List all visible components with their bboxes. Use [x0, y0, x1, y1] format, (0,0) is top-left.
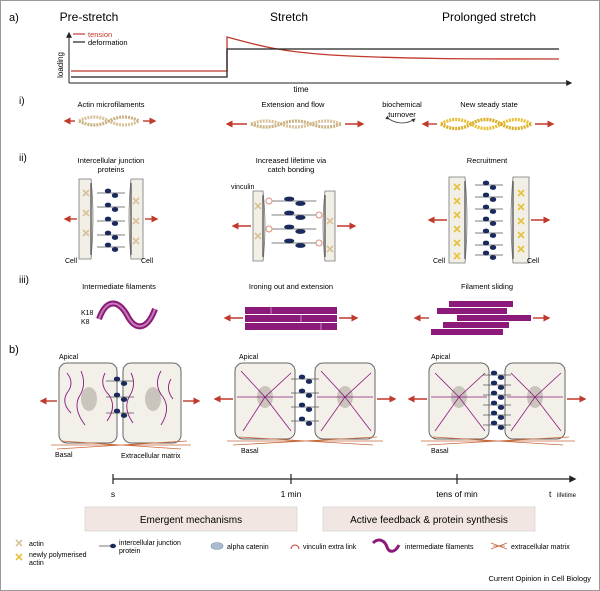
y-axis-label: loading [56, 52, 65, 78]
loading-plot: loading time tension deformation [56, 30, 573, 94]
legend-vinculin: vinculin extra link [303, 544, 357, 551]
tick-label-1-min: 1 min [281, 489, 302, 499]
if-sliding [413, 301, 551, 335]
apical-label-prolonged: Apical [431, 354, 451, 361]
actin-filament-steady [421, 117, 555, 131]
x-axis-label: time [293, 85, 309, 94]
legend-junction-2: protein [119, 548, 141, 555]
title-intermediate-filaments: Intermediate filaments [82, 282, 156, 291]
legend-if: intermediate filaments [405, 544, 474, 551]
title-new-steady-state: New steady state [460, 100, 518, 109]
legend-new-actin-2: actin [29, 560, 44, 567]
tissue-prolonged: Apical Basal [407, 354, 587, 455]
alpha-catenin-icon [210, 542, 224, 550]
k8-label: K8 [81, 319, 90, 326]
vinculin-label: vinculin [231, 184, 254, 191]
if-coil: K18 K8 [81, 300, 158, 330]
title-catch-2: catch bonding [268, 165, 315, 174]
junction-pre: Cell Cell [63, 178, 159, 265]
legend-alpha: alpha catenin [227, 544, 269, 551]
junction-protein-icon [99, 543, 116, 549]
tension-curve [71, 36, 560, 72]
deformation-curve [71, 48, 559, 78]
extracellular-matrix-icon [490, 542, 508, 550]
tick-label-s: s [111, 489, 115, 499]
tissue-stretch: Apical Basal [213, 354, 397, 455]
new-actin-icon [15, 553, 23, 561]
title-recruitment: Recruitment [467, 156, 508, 165]
turnover-label-1: biochemical [382, 100, 422, 109]
title-extension-and-flow: Extension and flow [262, 100, 326, 109]
title-filament-sliding: Filament sliding [461, 282, 513, 291]
title-actin-microfilaments: Actin microfilaments [77, 100, 144, 109]
legend-deformation-label: deformation [88, 38, 128, 47]
tick-label-tens-of-min: tens of min [436, 489, 478, 499]
title-ironing-out: Ironing out and extension [249, 282, 333, 291]
if-ironed [223, 307, 359, 330]
phase-prolonged-stretch: Prolonged stretch [442, 10, 536, 24]
title-junction-1: Intercellular junction [78, 156, 145, 165]
timeline-axis-sub: lifetime [557, 493, 577, 499]
junction-recruitment: Cell Cell [427, 176, 551, 265]
panel-a-label: a) [9, 12, 19, 24]
emergent-mechanisms-box [84, 506, 298, 532]
ecm-label: Extracellular matrix [121, 453, 181, 460]
cell-label-right-pre: Cell [141, 258, 154, 265]
row-i-label: i) [19, 96, 25, 107]
basal-label: Basal [55, 452, 73, 459]
title-junction-2: proteins [98, 165, 125, 174]
timeline-axis-label: t [549, 489, 552, 499]
turnover-arrow [385, 115, 416, 124]
actin-filament-stretch [225, 119, 365, 129]
emergent-mechanisms-label: Emergent mechanisms [140, 515, 242, 526]
legend: actin newly polymerised actin intercellu… [15, 538, 570, 567]
timeline: s 1 min tens of min t lifetime [111, 474, 577, 499]
vinculin-icon [290, 544, 300, 550]
basal-label-prolonged: Basal [431, 448, 449, 455]
cell-label-left-pre: Cell [65, 258, 78, 265]
actin-icon [15, 539, 23, 547]
turnover-label-2: turnover [388, 110, 416, 119]
basal-label-stretch: Basal [241, 448, 259, 455]
legend-ecm: extracellular matrix [511, 544, 570, 551]
cell-label-left-recruit: Cell [433, 258, 446, 265]
tissue-pre: Apical Basal Extracellular matrix [39, 354, 201, 460]
apical-label: Apical [59, 354, 79, 361]
title-catch-1: Increased lifetime via [256, 156, 327, 165]
phase-stretch: Stretch [270, 10, 308, 24]
apical-label-stretch: Apical [239, 354, 259, 361]
legend-actin: actin [29, 541, 44, 548]
row-ii-label: ii) [19, 153, 27, 164]
active-feedback-label: Active feedback & protein synthesis [350, 515, 508, 526]
panel-b-label: b) [9, 344, 19, 356]
intermediate-filament-icon [371, 538, 401, 553]
k18-label: K18 [81, 310, 94, 317]
footer: Current Opinion in Cell Biology [488, 574, 591, 583]
actin-filament-pre [63, 115, 157, 127]
legend-tension-label: tension [88, 30, 112, 39]
legend-junction-1: intercellular junction [119, 540, 181, 547]
row-iii-label: iii) [19, 275, 29, 286]
junction-stretch: vinculin [231, 184, 357, 262]
cell-label-right-recruit: Cell [527, 258, 540, 265]
legend-new-actin-1: newly polymerised [29, 552, 87, 559]
active-feedback-box [322, 506, 536, 532]
phase-pre-stretch: Pre-stretch [60, 10, 119, 24]
